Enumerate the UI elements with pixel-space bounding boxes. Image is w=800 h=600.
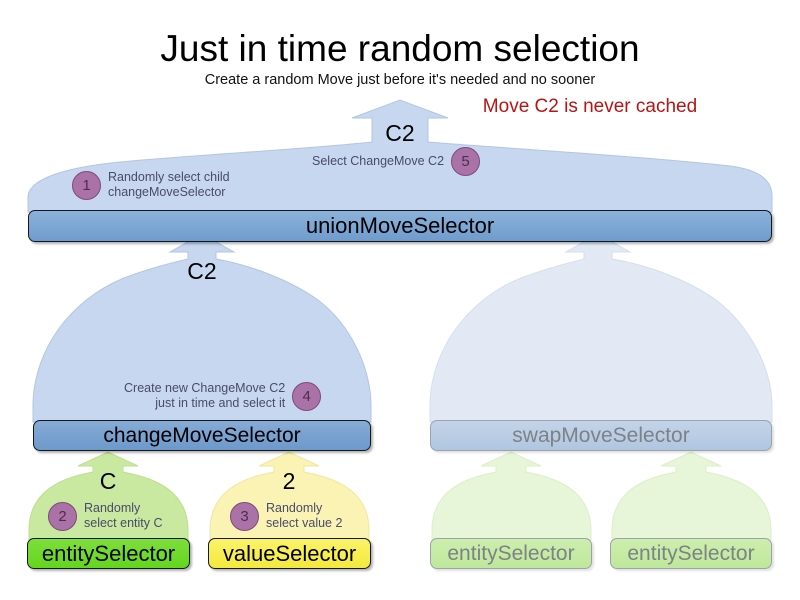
badge-number: 2 [48,501,77,531]
annotation-2: 2 Randomly select entity C [48,501,163,532]
badge-number: 1 [72,170,101,200]
node-swap-move-selector[interactable]: swapMoveSelector [430,420,772,451]
annotation-1: 1 Randomly select child changeMoveSelect… [72,170,230,201]
node-entity-selector-swap-right[interactable]: entitySelector [610,538,772,569]
annotation-text: Randomly select entity C [84,501,163,531]
page-title: Just in time random selection [160,28,640,69]
union-output-arrow [27,99,773,213]
annotation-text: Randomly select value 2 [266,501,343,531]
node-entity-selector-active[interactable]: entitySelector [27,538,190,569]
entity-faded-1-to-swap-arrow [431,451,592,541]
flow-label-union-out: C2 [385,120,415,146]
node-entity-selector-swap-left[interactable]: entitySelector [430,538,592,569]
flow-label-value-out: 2 [282,468,296,494]
annotation-4: 4 Create new ChangeMove C2 just in time … [124,381,322,412]
badge-number: 4 [292,381,322,411]
swap-to-union-arrow [429,233,773,423]
node-change-move-selector[interactable]: changeMoveSelector [33,420,371,451]
badge-number: 5 [451,147,481,176]
annotation-text: Create new ChangeMove C2 just in time an… [124,381,286,411]
page-subtitle: Create a random Move just before it's ne… [204,72,596,88]
annotation-text: Select ChangeMove C2 [312,153,445,168]
annotation-text: Randomly select child changeMoveSelector [108,170,230,200]
entity-faded-2-to-swap-arrow [611,451,772,541]
annotation-5: 5 Select ChangeMove C2 [312,147,481,176]
flow-label-change-out: C2 [187,258,217,284]
change-to-union-arrow [32,233,372,423]
flow-label-entity-out: C [99,468,117,494]
warning-note: Move C2 is never cached [482,96,698,117]
annotation-3: 3 Randomly select value 2 [230,501,342,532]
badge-number: 3 [230,501,259,531]
node-union-move-selector[interactable]: unionMoveSelector [28,210,772,242]
node-value-selector-active[interactable]: valueSelector [208,538,371,569]
